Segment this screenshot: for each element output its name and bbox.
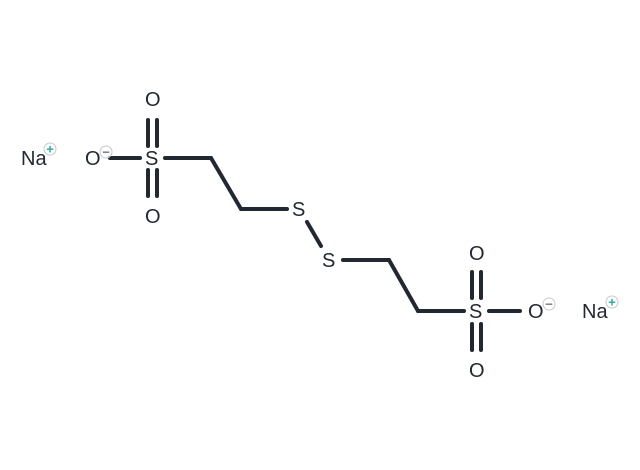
atom-na-left: Na bbox=[21, 148, 47, 170]
minus-charge-icon: − bbox=[102, 145, 110, 160]
charge-ring-na-left bbox=[43, 142, 57, 156]
atom-o-left-top: O bbox=[145, 89, 161, 111]
atom-s-bridge-1: S bbox=[292, 199, 305, 221]
atom-s-right: S bbox=[469, 301, 482, 323]
atom-o-right-top: O bbox=[469, 243, 485, 265]
minus-charge-icon: − bbox=[545, 297, 553, 312]
atom-o-right-bottom: O bbox=[469, 360, 485, 382]
atom-o-left-anion: O bbox=[85, 148, 101, 170]
bond-s-s bbox=[305, 220, 323, 248]
bonds bbox=[108, 118, 522, 352]
atom-s-bridge-2: S bbox=[322, 250, 335, 272]
atom-s-left: S bbox=[145, 148, 158, 170]
atom-na-right: Na bbox=[582, 301, 608, 323]
charge-ring-na-right bbox=[605, 295, 619, 309]
plus-charge-icon: + bbox=[608, 295, 616, 310]
charge-markers: + − − + bbox=[43, 142, 619, 312]
atom-o-right-anion: O bbox=[528, 301, 544, 323]
bond-c3-c4 bbox=[387, 258, 420, 313]
atom-o-left-bottom: O bbox=[145, 206, 161, 228]
charge-ring-o-right bbox=[542, 297, 556, 311]
plus-charge-icon: + bbox=[46, 142, 54, 157]
atom-labels: Na O S O O S S S O O O Na bbox=[21, 89, 608, 382]
bond-c1-c2 bbox=[209, 156, 243, 211]
charge-ring-o-left bbox=[99, 145, 113, 159]
